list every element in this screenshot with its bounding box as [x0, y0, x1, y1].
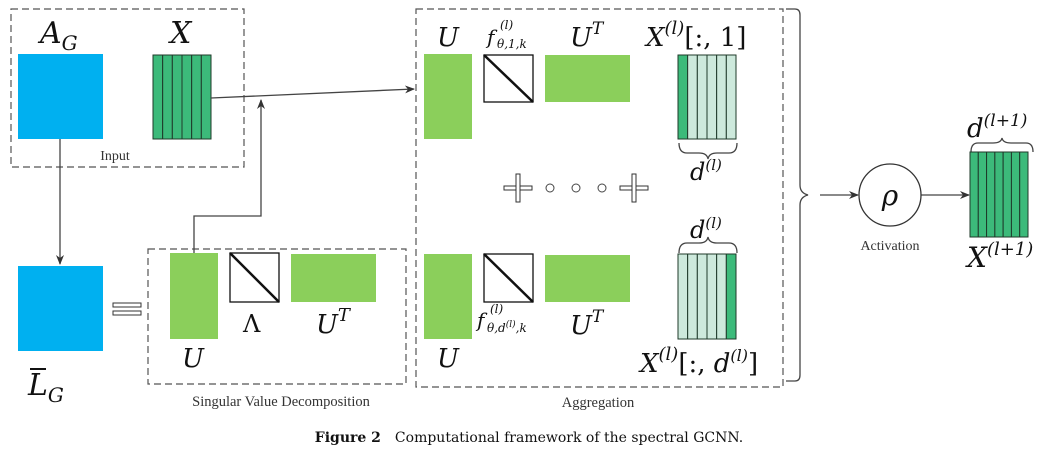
bottom-x-column-matrix: [677, 253, 737, 340]
svd-ut-label: UT: [316, 305, 352, 340]
aggregation-dashed-box: [415, 8, 784, 388]
bottom-x-column-3: [696, 253, 708, 340]
output-dim-label: d(l+1): [967, 111, 1027, 144]
svd-label: Singular Value Decomposition: [192, 394, 370, 410]
bottom-x-label: X(l)[:, d(l)]: [638, 344, 758, 379]
bottom-ut-matrix: [545, 255, 630, 302]
top-dim-brace: [678, 142, 738, 160]
plus-icon-left: [503, 173, 533, 203]
feature-column-4: [181, 54, 193, 140]
sum-ellipsis: [503, 173, 649, 203]
feature-column-2: [162, 54, 173, 140]
adjacency-matrix: [18, 54, 103, 139]
output-column-5: [1002, 151, 1012, 238]
feature-column-1: [152, 54, 164, 140]
bottom-u-matrix: [424, 254, 472, 339]
svd-u-label: U: [182, 344, 205, 374]
bottom-u-label: U: [437, 344, 460, 374]
input-block: AG X Input: [10, 8, 245, 168]
arrow-eigenvectors-to-aggregation: [193, 99, 265, 253]
top-x-column-3: [696, 54, 708, 140]
plus-icon-right: [619, 173, 649, 203]
top-dim-label: d(l): [690, 156, 722, 186]
arrow-features-to-aggregation: [210, 85, 415, 99]
adjacency-label: AG: [37, 16, 78, 55]
feature-column-5: [191, 54, 202, 140]
svd-lambda-diagonal: [229, 252, 280, 303]
output-label: X(l+1): [965, 239, 1033, 274]
output-column-4: [994, 151, 1004, 238]
top-filter-sub: θ,1,k: [497, 37, 527, 51]
top-x-column-6: [725, 54, 737, 140]
feature-matrix-label: X: [168, 16, 193, 51]
aggregation-term-top: U f (l) θ,1,k UT X(l)[:, 1] d(l): [424, 18, 746, 186]
svd-u-matrix: [170, 253, 218, 339]
bottom-x-column-6: [725, 253, 737, 340]
bottom-x-column-1: [677, 253, 689, 340]
top-ut-label: UT: [570, 19, 605, 53]
top-x-column-5: [716, 54, 727, 140]
svd-lambda-label: Λ: [242, 310, 261, 338]
top-x-column-2: [687, 54, 698, 140]
equals-sign: [112, 302, 142, 316]
bottom-x-column-2: [687, 253, 698, 340]
ellipsis-dot-3: [597, 183, 607, 193]
ellipsis-dot-1: [545, 183, 555, 193]
sum-brace: [786, 8, 809, 382]
bottom-ut-label: UT: [570, 307, 605, 341]
top-u-matrix: [424, 54, 472, 139]
activation-label: Activation: [860, 239, 919, 254]
output-column-2: [977, 151, 988, 238]
top-x-column-4: [706, 54, 718, 140]
bottom-x-column-4: [706, 253, 718, 340]
svd-ut-matrix: [291, 254, 376, 302]
connectors: [56, 85, 970, 265]
aggregation-block: U f (l) θ,1,k UT X(l)[:, 1] d(l): [415, 8, 784, 411]
laplacian-block: LG: [18, 266, 142, 407]
output-column-6: [1010, 151, 1021, 238]
ellipsis-dot-2: [571, 183, 581, 193]
output-matrix: [969, 151, 1029, 238]
top-x-label: X(l)[:, 1]: [644, 18, 746, 53]
top-filter-diagonal: [483, 54, 534, 103]
feature-column-3: [171, 54, 183, 140]
output-column-7: [1019, 151, 1029, 238]
bottom-filter-sub: θ,d(l),k: [487, 319, 527, 335]
top-x-column-1: [677, 54, 689, 140]
activation-node: [858, 163, 922, 227]
svd-block: U Λ UT Singular Value Decomposition: [147, 248, 407, 410]
input-label: Input: [100, 149, 130, 164]
top-filter-sup: (l): [500, 18, 514, 32]
bottom-dim-brace: [678, 236, 738, 254]
activation-symbol: ρ: [881, 179, 899, 212]
laplacian-label: LG: [27, 368, 64, 407]
aggregation-term-bottom: d(l) U f (l) θ,d(l),k UT X(l)[:, d(l)]: [424, 214, 758, 379]
input-dashed-box: [10, 8, 245, 168]
feature-column-6: [200, 54, 212, 140]
aggregation-label: Aggregation: [562, 395, 635, 411]
output-block: d(l+1) X(l+1): [965, 111, 1034, 274]
top-x-column-matrix: [677, 54, 737, 140]
svd-dashed-box: [147, 248, 407, 385]
bottom-x-column-5: [716, 253, 727, 340]
output-column-3: [986, 151, 996, 238]
top-u-label: U: [437, 23, 460, 53]
laplacian-matrix: [18, 266, 103, 351]
feature-matrix: [152, 54, 212, 140]
bottom-dim-label: d(l): [690, 214, 722, 244]
bottom-filter-diagonal: [483, 253, 534, 303]
output-dim-brace: [970, 137, 1034, 153]
output-column-1: [969, 151, 979, 238]
top-ut-matrix: [545, 55, 630, 102]
activation-block: ρ Activation: [858, 163, 922, 254]
bottom-filter-sup: (l): [490, 302, 504, 316]
